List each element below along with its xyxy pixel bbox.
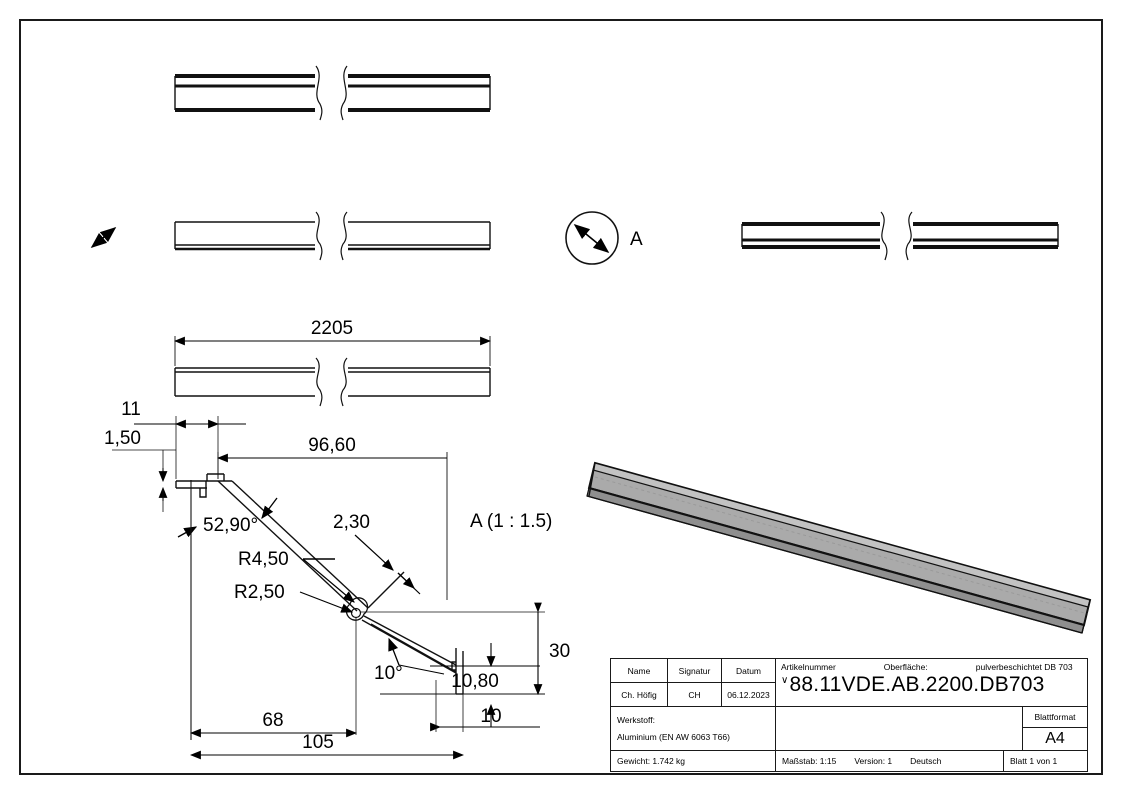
dim-angle-10-label: 10° [374, 663, 403, 684]
dim-230: 2,30 [333, 512, 421, 595]
dim-r450: R4,50 [238, 549, 355, 603]
article-number: 88.11VDE.AB.2200.DB703 [789, 673, 1045, 696]
dim-105-label: 105 [302, 732, 334, 753]
scale-group: Maßstab: 1:15 Version: 1 Deutsch [775, 751, 1003, 771]
view-length [174, 336, 491, 407]
view-top-right [741, 211, 1059, 261]
dim-length-label: 2205 [311, 318, 353, 339]
dim-r250: R2,50 [234, 582, 354, 613]
dim-angle-10: 10° [374, 637, 445, 684]
article-header-line: Artikelnummer Oberfläche: pulverbeschich… [781, 662, 1082, 672]
view-top-front [174, 65, 491, 121]
dim-10-label: 10 [480, 706, 501, 727]
language-value: Deutsch [910, 756, 942, 766]
sheet-border [19, 19, 1103, 775]
surface-value: pulverbeschichtet DB 703 [975, 662, 1073, 672]
header-signatur: Signatur [667, 659, 721, 682]
detail-callout-label: A [630, 229, 643, 250]
dim-9660-label: 96,60 [308, 435, 356, 456]
page-value: Blatt 1 von 1 [1003, 751, 1087, 771]
dim-angle-5290: 52,90° [177, 497, 278, 538]
detail-callout-a: A [565, 211, 643, 265]
dim-total-length: 2205 [173, 318, 492, 346]
article-box: Artikelnummer Oberfläche: pulverbeschich… [775, 659, 1087, 706]
dim-230-label: 2,30 [333, 512, 370, 533]
dim-150: 1,50 [104, 428, 176, 512]
weight-value: Gewicht: 1.742 kg [617, 756, 686, 766]
material-box: Werkstoff: Aluminium (EN AW 6063 T66) [611, 707, 775, 750]
isometric-view [586, 461, 1092, 634]
surface-symbol-icon: ∨ [781, 675, 789, 686]
view-side [174, 211, 491, 261]
dim-105: 105 [189, 732, 465, 760]
value-datum: 06.12.2023 [721, 683, 775, 706]
notes-blank-area [775, 707, 1022, 750]
header-name: Name [627, 665, 651, 676]
article-label: Artikelnummer [781, 662, 836, 672]
dim-30: 30 [360, 602, 570, 696]
detail-view-title: A (1 : 1.5) [470, 511, 552, 532]
dim-68: 68 [189, 618, 358, 738]
dim-9660: 96,60 [216, 435, 448, 600]
dim-1080: 10,80 [430, 643, 540, 692]
dim-r250-label: R2,50 [234, 582, 285, 603]
sheet-format-box: Blattformat A4 [1022, 707, 1087, 750]
dim-10: 10 [430, 680, 540, 732]
dim-11-label: 11 [121, 399, 141, 420]
sheet-format-label: Blattformat [1023, 707, 1087, 728]
dim-angle-5290-label: 52,90° [203, 515, 258, 536]
dim-30-label: 30 [549, 641, 570, 662]
value-name: Ch. Höfig [621, 689, 657, 700]
section-profile [175, 473, 464, 695]
title-block-row-article: Name Signatur Datum Ch. Höfig CH 06.12.2… [611, 659, 1087, 707]
material-value: Aluminium (EN AW 6063 T66) [617, 732, 730, 742]
version-value: Version: 1 [854, 756, 893, 766]
dim-150-label: 1,50 [104, 428, 141, 449]
dim-68-label: 68 [262, 710, 283, 731]
person-value-row: Ch. Höfig CH 06.12.2023 [611, 683, 775, 706]
title-block-row-material: Werkstoff: Aluminium (EN AW 6063 T66) Bl… [611, 707, 1087, 751]
scale-value: Maßstab: 1:15 [782, 756, 837, 766]
title-block-row-footer: Gewicht: 1.742 kg Maßstab: 1:15 Version:… [611, 751, 1087, 771]
header-datum: Datum [721, 659, 775, 682]
title-block: Name Signatur Datum Ch. Höfig CH 06.12.2… [610, 658, 1088, 772]
surface-label: Oberfläche: [883, 662, 928, 672]
material-label: Werkstoff: [617, 715, 655, 725]
sheet-format-value: A4 [1045, 730, 1065, 747]
view-direction-arrow-icon [90, 226, 117, 249]
person-header-row: Name Signatur Datum [611, 659, 775, 683]
value-signatur: CH [667, 683, 721, 706]
person-table: Name Signatur Datum Ch. Höfig CH 06.12.2… [611, 659, 775, 706]
article-number-line: ∨ 88.11VDE.AB.2200.DB703 [781, 673, 1082, 697]
dim-1080-label: 10,80 [451, 671, 499, 692]
dim-r450-label: R4,50 [238, 549, 289, 570]
